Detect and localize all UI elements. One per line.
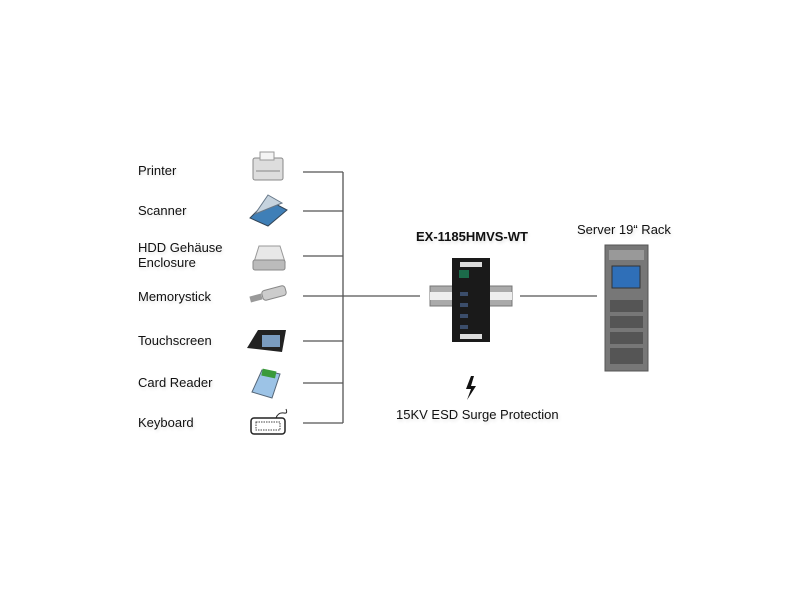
hdd-enclosure-icon [252,245,286,271]
touchscreen-icon [247,330,286,352]
server-rack-image [604,244,649,372]
din-rail-hub-image [429,258,513,342]
device-label-card-reader: Card Reader [138,375,213,390]
card-reader-icon [251,368,281,399]
server-rack-label: Server 19“ Rack [577,222,671,237]
hub-model-label: EX-1185HMVS-WT [416,229,528,244]
device-label-keyboard: Keyboard [138,415,194,430]
hdd-label-line1: HDD Gehäuse [138,240,223,255]
keyboard-icon [250,408,288,435]
lightning-icon [466,376,476,400]
device-label-scanner: Scanner [138,203,187,218]
device-label-touchscreen: Touchscreen [138,333,212,348]
scanner-icon [249,194,288,227]
usb-stick-icon [249,285,287,303]
esd-protection-label: 15KV ESD Surge Protection [396,407,559,422]
device-label-printer: Printer [138,163,177,178]
device-label-memorystick: Memorystick [138,289,211,304]
printer-icon [252,151,284,181]
hdd-label-line2: Enclosure [138,255,196,270]
connector-lines [303,171,597,424]
